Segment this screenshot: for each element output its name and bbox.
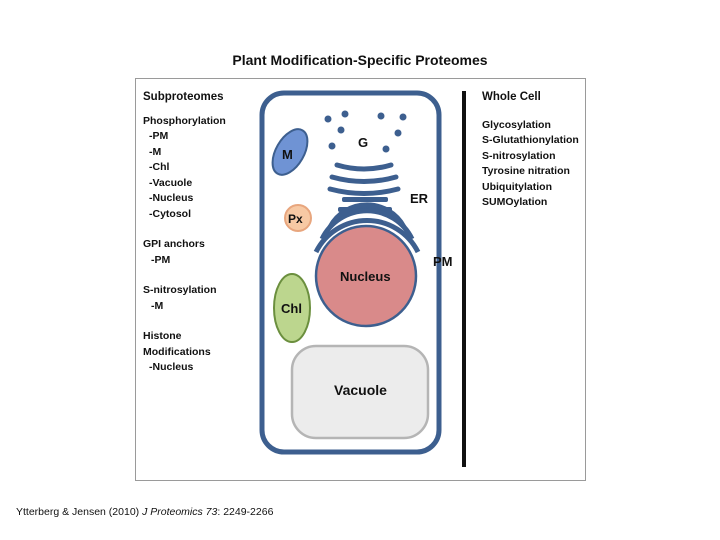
list-item: S-nitrosylation bbox=[482, 149, 556, 162]
golgi-cisterna bbox=[327, 186, 401, 196]
list-item: -Nucleus bbox=[149, 192, 194, 204]
group-s-nitrosylation: S-nitrosylation bbox=[143, 284, 217, 296]
list-item: -Nucleus bbox=[149, 361, 194, 373]
peroxisome bbox=[284, 204, 312, 232]
label-plasma-membrane: PM bbox=[433, 254, 453, 269]
citation: Ytterberg & Jensen (2010) J Proteomics 7… bbox=[16, 506, 273, 518]
vesicle bbox=[399, 113, 407, 121]
chloroplast bbox=[273, 273, 311, 343]
label-peroxisome: Px bbox=[288, 212, 303, 226]
list-item: -M bbox=[149, 145, 162, 158]
whole-cell-panel: Whole Cell Glycosylation S-Glutathionyla… bbox=[482, 90, 579, 211]
vesicle bbox=[324, 115, 332, 123]
er-segment bbox=[342, 197, 388, 202]
list-item: S-Glutathionylation bbox=[482, 134, 579, 146]
figure-frame bbox=[135, 78, 586, 481]
citation-authors: Ytterberg & Jensen (2010) bbox=[16, 506, 143, 518]
golgi-stacks bbox=[327, 162, 401, 196]
vesicle bbox=[341, 110, 349, 118]
group-histone: Histone bbox=[143, 330, 182, 342]
endoplasmic-reticulum bbox=[313, 202, 421, 254]
vesicle bbox=[377, 112, 385, 120]
er-arc bbox=[313, 218, 421, 254]
label-chloroplast: Chl bbox=[281, 301, 302, 316]
subproteomes-heading: Subproteomes bbox=[143, 91, 224, 103]
vesicle bbox=[337, 126, 345, 134]
whole-cell-heading: Whole Cell bbox=[482, 91, 541, 103]
list-item: Tyrosine nitration bbox=[482, 165, 570, 177]
list-item: -PM bbox=[151, 253, 171, 266]
citation-journal: J Proteomics 73 bbox=[142, 506, 218, 518]
group-histone-modifications: Modifications bbox=[143, 345, 211, 358]
vacuole bbox=[290, 344, 430, 440]
list-item: -Cytosol bbox=[149, 207, 191, 220]
golgi-cisterna bbox=[329, 174, 399, 184]
vesicle bbox=[394, 129, 402, 137]
plasma-membrane bbox=[259, 90, 442, 455]
list-item: Ubiquitylation bbox=[482, 180, 552, 193]
list-item: -Vacuole bbox=[149, 176, 193, 189]
label-er: ER bbox=[410, 191, 429, 206]
golgi-vesicles bbox=[324, 110, 407, 153]
list-item: Glycosylation bbox=[482, 118, 551, 131]
mitochondrion bbox=[271, 128, 309, 176]
subproteomes-panel: Subproteomes Phosphorylation -PM -M -Chl… bbox=[143, 90, 226, 376]
vesicle bbox=[382, 145, 390, 153]
citation-pages: : 2249-2266 bbox=[217, 506, 274, 518]
er-arc bbox=[327, 202, 407, 229]
group-gpi-anchors: GPI anchors bbox=[143, 238, 205, 250]
list-item: -Chl bbox=[149, 161, 170, 173]
vesicle bbox=[328, 142, 336, 150]
figure-title: Plant Modification-Specific Proteomes bbox=[232, 52, 488, 68]
label-golgi: G bbox=[358, 135, 368, 150]
group-phosphorylation: Phosphorylation bbox=[143, 114, 226, 127]
golgi-cisterna bbox=[334, 162, 394, 172]
label-mitochondrion: M bbox=[282, 147, 293, 162]
label-nucleus: Nucleus bbox=[340, 269, 391, 284]
list-item: -PM bbox=[149, 130, 169, 142]
nucleus bbox=[314, 224, 418, 328]
label-vacuole: Vacuole bbox=[334, 382, 387, 398]
list-item: SUMOylation bbox=[482, 196, 548, 208]
list-item: -M bbox=[151, 299, 164, 312]
whole-cell-divider bbox=[462, 91, 466, 467]
